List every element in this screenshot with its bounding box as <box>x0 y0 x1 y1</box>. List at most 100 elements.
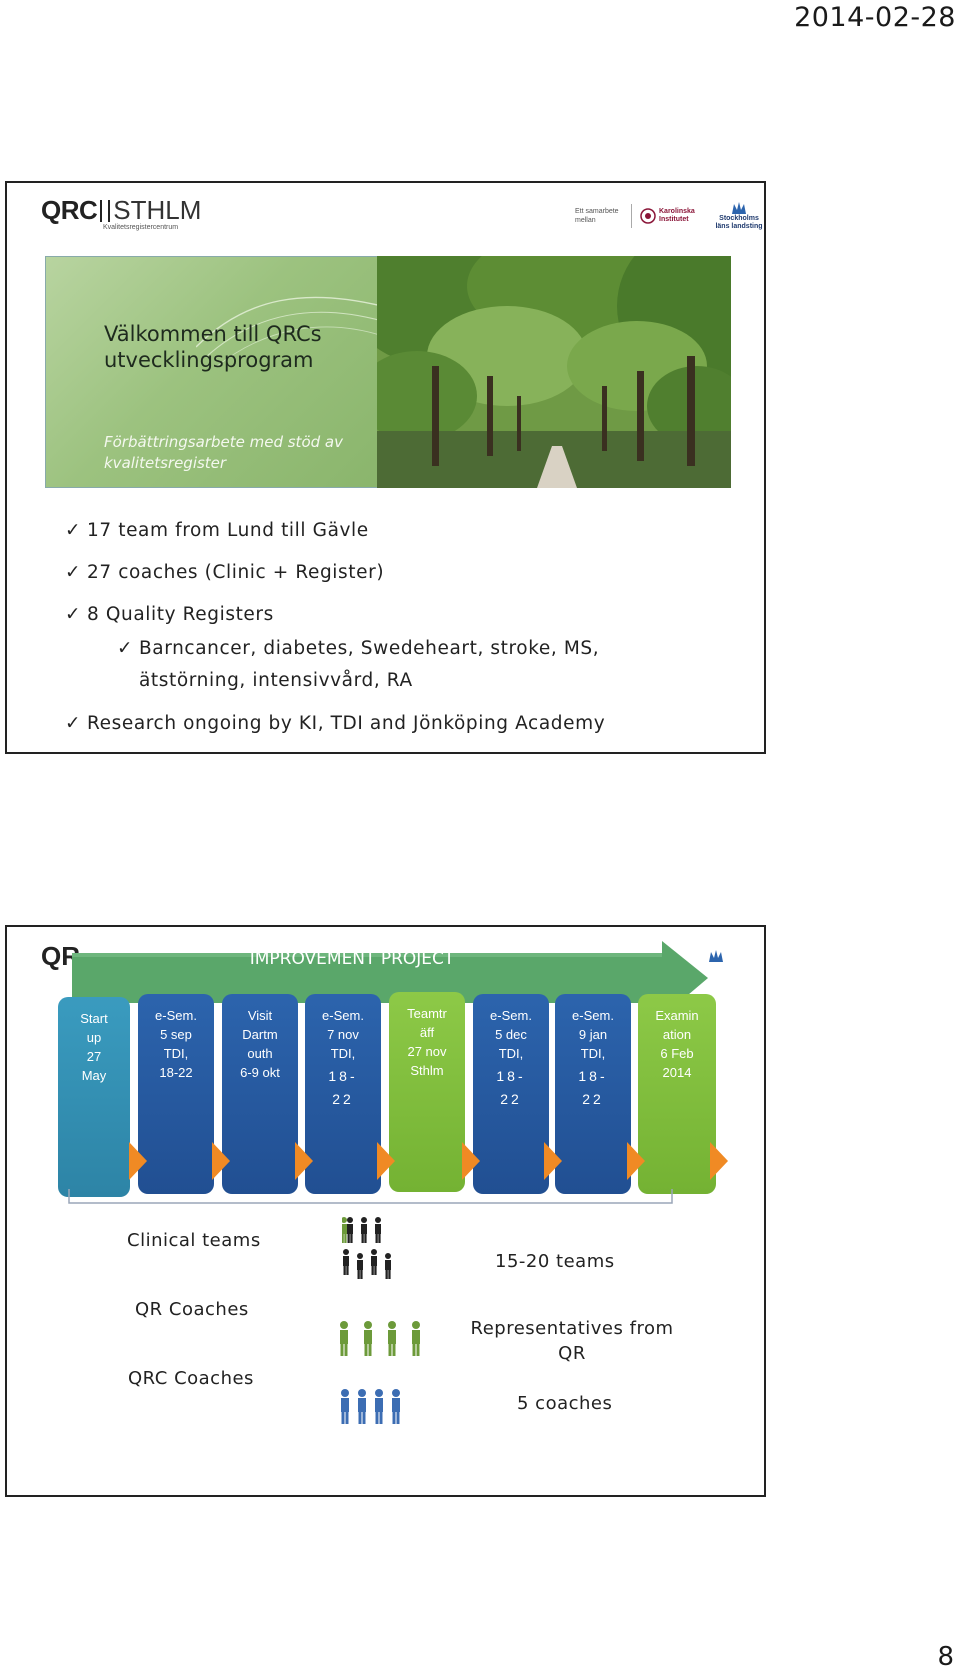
banner-green-panel: Välkommen till QRCs utvecklingsprogram F… <box>45 256 386 488</box>
bullet-text: 27 coaches (Clinic + Register) <box>87 562 385 583</box>
slide-improvement-project: QR IMPROVEMENT PROJECT Start up 27 May e… <box>5 925 766 1497</box>
step-arrow-icon <box>462 1142 480 1180</box>
timeline-step-startup: Start up 27 May <box>58 997 130 1197</box>
tree-avenue-image <box>377 256 731 488</box>
step-line: 22 <box>332 1091 354 1107</box>
step-line: 2014 <box>662 1065 692 1080</box>
timeline-step-esem-jan: e-Sem. 9 jan TDI, 18- 22 <box>555 994 631 1194</box>
qrc-logo: QRC STHLM Kvalitetsregistercentrum <box>41 195 201 231</box>
step-line: e-Sem. <box>572 1008 614 1023</box>
step-line: 27 nov <box>407 1044 447 1059</box>
partner-logos: Ett samarbete mellan Karolinska Institut… <box>575 201 764 231</box>
step-line: 22 <box>582 1091 604 1107</box>
banner-title: Välkommen till QRCs utvecklingsprogram <box>104 321 322 373</box>
timeline-step-visit-dartmouth: Visit Dartm outh 6-9 okt <box>222 994 298 1194</box>
sll-logo: Stockholms läns landsting <box>713 201 764 231</box>
improvement-project-label: IMPROVEMENT PROJECT <box>249 949 455 969</box>
step-line: outh <box>247 1046 273 1061</box>
logo-subtitle: Kvalitetsregistercentrum <box>103 224 179 231</box>
step-line: 6 Feb <box>660 1046 694 1061</box>
step-arrow-icon <box>544 1142 562 1180</box>
step-line: ation <box>662 1027 692 1042</box>
step-arrow-icon <box>295 1142 313 1180</box>
step-arrow-icon <box>627 1142 645 1180</box>
step-line: Visit <box>247 1008 273 1023</box>
bullet-item: ✓8 Quality Registers <box>65 604 274 625</box>
representatives-line2: QR <box>558 1343 586 1364</box>
banner-title-line2: utvecklingsprogram <box>104 348 314 372</box>
page-number: 8 <box>937 1642 954 1672</box>
step-line: äff <box>419 1025 435 1040</box>
bullet-text: Barncancer, diabetes, Swedeheart, stroke… <box>139 638 600 659</box>
bullet-item: ✓Research ongoing by KI, TDI and Jönköpi… <box>65 713 605 734</box>
timeline-step-esem-dec: e-Sem. 5 dec TDI, 18- 22 <box>473 994 549 1194</box>
coaches-count-label: 5 coaches <box>517 1393 613 1414</box>
sll-crown-icon <box>732 202 746 214</box>
partners-collab-text: Ett samarbete mellan <box>575 208 619 224</box>
step-line: 5 dec <box>495 1027 527 1042</box>
step-arrow-icon <box>129 1142 147 1180</box>
step-line: 22 <box>500 1091 522 1107</box>
step-line: TDI, <box>498 1046 524 1061</box>
step-line: Teamtr <box>407 1006 447 1021</box>
checkmark-icon: ✓ <box>65 562 82 583</box>
step-line: TDI, <box>580 1046 606 1061</box>
checkmark-icon: ✓ <box>65 713 82 734</box>
tree-avenue-photo <box>377 256 731 488</box>
step-line: e-Sem. <box>155 1008 197 1023</box>
step-line: Dartm <box>242 1027 278 1042</box>
step-line: Start <box>80 1011 108 1026</box>
ki-seal-icon <box>640 208 656 224</box>
timeline-step-esem-nov: e-Sem. 7 nov TDI, 18- 22 <box>305 994 381 1194</box>
step-line: e-Sem. <box>322 1008 364 1023</box>
step-line: 18- <box>578 1068 608 1084</box>
qr-coaches-people-icon <box>340 1321 420 1356</box>
step-line: 5 sep <box>160 1027 192 1042</box>
bullet-item: ✓27 coaches (Clinic + Register) <box>65 562 384 583</box>
step-line: 27 <box>86 1049 102 1064</box>
step-line: 18- <box>496 1068 526 1084</box>
sll-logo <box>707 949 725 968</box>
logo-brand-left: QRC <box>41 195 98 225</box>
representatives-label: Representatives from QR <box>447 1316 697 1366</box>
sub-bullet-continuation: ätstörning, intensivvård, RA <box>139 670 413 691</box>
banner-title-line1: Välkommen till QRCs <box>104 322 322 346</box>
qrc-coaches-label: QRC Coaches <box>128 1368 254 1389</box>
step-line: TDI, <box>330 1046 356 1061</box>
step-line: Examin <box>655 1008 699 1023</box>
date-header: 2014-02-28 <box>794 2 956 33</box>
step-line: 7 nov <box>327 1027 359 1042</box>
timeline-bracket <box>68 1189 673 1204</box>
sll-name: Stockholms läns landsting <box>715 215 763 230</box>
step-line: 18- <box>328 1068 358 1084</box>
bullet-text: Research ongoing by KI, TDI and Jönköpin… <box>87 713 606 734</box>
checkmark-icon: ✓ <box>65 520 82 541</box>
step-line: 6-9 okt <box>240 1065 280 1080</box>
step-line: May <box>81 1068 107 1083</box>
bullet-text: 17 team from Lund till Gävle <box>87 520 369 541</box>
ki-logo: Karolinska Institutet <box>640 208 705 224</box>
banner-subtitle-line2: kvalitetsregister <box>104 454 227 472</box>
step-line: TDI, <box>163 1046 189 1061</box>
sub-bullet-item: ✓Barncancer, diabetes, Swedeheart, strok… <box>117 638 599 659</box>
bullet-text: 8 Quality Registers <box>87 604 274 625</box>
timeline-step-examination: Examin ation 6 Feb 2014 <box>638 994 716 1194</box>
checkmark-icon: ✓ <box>65 604 82 625</box>
ki-name: Karolinska Institutet <box>659 208 695 223</box>
step-line: e-Sem. <box>490 1008 532 1023</box>
banner-swirl-graphic <box>196 296 386 368</box>
logo-bars-icon <box>100 200 111 222</box>
logo-brand-right: STHLM <box>113 195 202 225</box>
step-line: 18-22 <box>159 1065 193 1080</box>
clinical-team-people-icon <box>342 1217 391 1279</box>
bullet-item: ✓17 team from Lund till Gävle <box>65 520 369 541</box>
step-arrow-icon <box>710 1142 728 1180</box>
step-arrow-icon <box>212 1142 230 1180</box>
sll-crown-icon <box>709 950 723 962</box>
step-line: 9 jan <box>578 1027 608 1042</box>
step-line: Sthlm <box>410 1063 444 1078</box>
clinical-teams-label: Clinical teams <box>127 1230 261 1251</box>
teams-count-label: 15-20 teams <box>495 1251 615 1272</box>
step-arrow-icon <box>377 1142 395 1180</box>
qr-coaches-label: QR Coaches <box>135 1299 249 1320</box>
